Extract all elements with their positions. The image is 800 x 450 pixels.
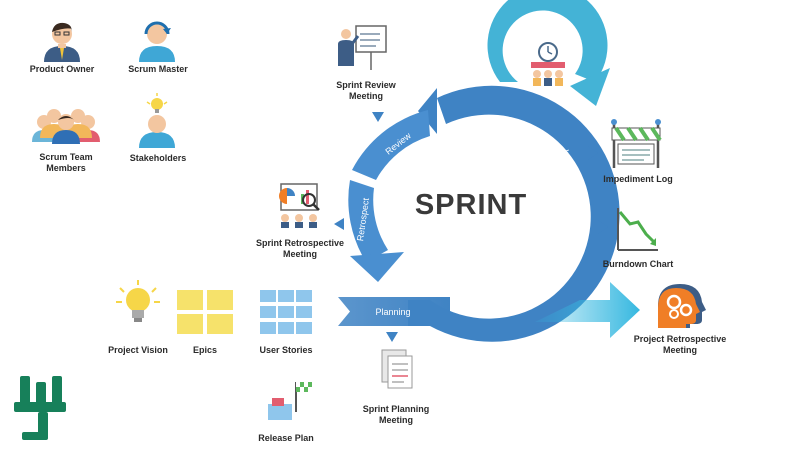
stakeholders-label: Stakeholders xyxy=(129,153,187,163)
sprint-review-label-2: Meeting xyxy=(348,91,383,101)
implementation-arc xyxy=(408,85,620,342)
product-owner-icon xyxy=(44,22,80,62)
scrum-master-label: Scrum Master xyxy=(128,64,188,74)
retro-pointer xyxy=(334,218,344,230)
project-retro-label-2: Meeting xyxy=(662,345,697,355)
scrum-team-icon xyxy=(32,109,100,144)
release-plan-icon xyxy=(268,382,312,420)
daily-scrum-label: Daily Scrum xyxy=(520,24,573,41)
user-stories-label: User Stories xyxy=(259,345,313,355)
review-pointer xyxy=(372,112,384,122)
daily-scrum-icon xyxy=(531,42,565,86)
daily-scrum-arrowhead xyxy=(570,68,610,106)
sprint-retrospective-icon xyxy=(279,183,320,228)
project-vision-label: Project Vision xyxy=(108,345,168,355)
sprint-planning-label-2: Meeting xyxy=(378,415,413,425)
scrum-master-icon xyxy=(139,21,175,62)
daily-scrum-loop xyxy=(487,0,610,106)
product-owner-label: Product Owner xyxy=(29,64,95,74)
impediment-pointer xyxy=(588,146,598,160)
sprint-title: SPRINT xyxy=(415,189,527,221)
planning-pointer xyxy=(386,332,398,342)
epics-icon xyxy=(177,290,233,334)
sprint-cycle xyxy=(338,85,620,342)
burndown-chart-label: Burndown Chart xyxy=(602,259,674,269)
sprint-planning-icon xyxy=(381,349,413,389)
burndown-pointer xyxy=(598,220,608,234)
impediment-log-icon xyxy=(611,119,662,168)
planning-label: Planning xyxy=(375,307,410,317)
sprint-planning-label-1: Sprint Planning xyxy=(362,404,430,414)
sprint-review-icon xyxy=(338,25,387,70)
scrum-team-label-2: Members xyxy=(46,163,86,173)
project-retro-label-1: Project Retrospective xyxy=(633,334,727,344)
project-retrospective-icon xyxy=(658,284,706,328)
release-arrow xyxy=(535,282,640,338)
retrospect-arc xyxy=(348,180,388,262)
sprint-review-label-1: Sprint Review xyxy=(336,80,396,90)
burndown-chart-icon xyxy=(617,208,658,251)
sprint-retro-label-1: Sprint Retrospective xyxy=(255,238,345,248)
impediment-log-label: Impediment Log xyxy=(603,174,673,184)
review-arc xyxy=(352,110,430,180)
sprint-retro-label-2: Meeting xyxy=(282,249,317,259)
logo-icon xyxy=(14,376,66,440)
planning-bar xyxy=(338,297,450,326)
project-retro-arrow xyxy=(535,282,640,338)
connector-arrows xyxy=(334,112,608,342)
release-plan-label: Release Plan xyxy=(258,433,314,443)
scrum-team-label-1: Scrum Team xyxy=(39,152,93,162)
user-stories-icon xyxy=(260,290,312,334)
epics-label: Epics xyxy=(192,345,217,355)
daily-scrum-arc xyxy=(487,0,608,82)
retrospect-arrowhead xyxy=(350,252,404,282)
project-vision-icon xyxy=(116,280,160,322)
stakeholders-icon xyxy=(139,93,175,148)
